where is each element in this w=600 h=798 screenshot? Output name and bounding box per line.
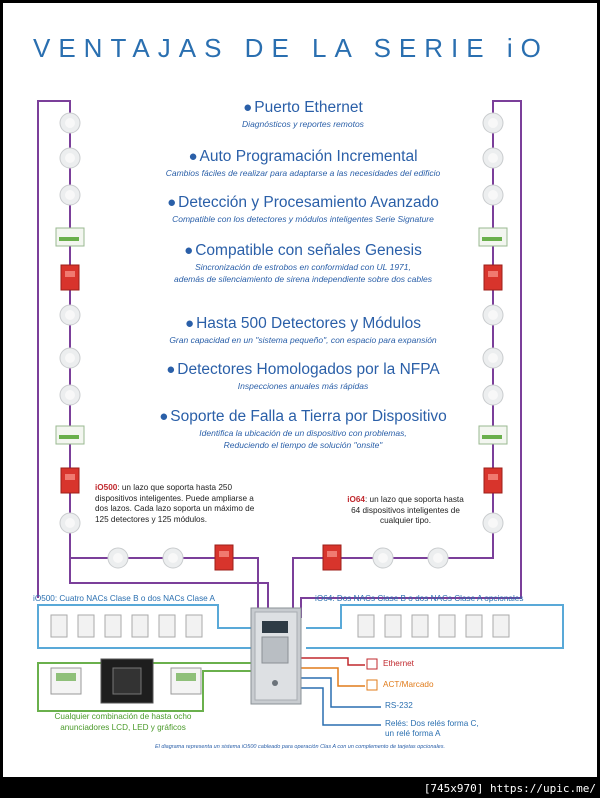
io64-note: iO64: un lazo que soporta hasta 64 dispo… bbox=[347, 495, 464, 525]
wiring-diagram bbox=[37, 100, 564, 726]
feature-description: además de silenciamiento de sirena indep… bbox=[173, 274, 432, 284]
annunciator-label: Cualquier combinación de hasta ocho anun… bbox=[54, 712, 192, 732]
nac-devices-right bbox=[357, 614, 510, 638]
output-relays: Relés: Dos relés forma C, un relé forma … bbox=[385, 719, 479, 738]
feature-heading-text: Auto Programación Incremental bbox=[199, 148, 418, 165]
bullet-icon: ● bbox=[243, 99, 253, 116]
footnote: El diagrama representa un sistema iO500 … bbox=[154, 744, 446, 750]
bullet-icon: ● bbox=[166, 361, 176, 378]
feature-description: Compatible con los detectores y módulos … bbox=[172, 214, 434, 224]
nac-right-label: iO64: Dos NACs Clase B o dos NACs Clase … bbox=[315, 594, 524, 603]
feature-heading-text: Soporte de Falla a Tierra por Dispositiv… bbox=[170, 408, 447, 425]
left-device-column bbox=[55, 112, 85, 534]
feature-heading: ●Hasta 500 Detectores y Módulos bbox=[93, 314, 513, 334]
output-ethernet: Ethernet bbox=[383, 659, 414, 668]
output-act: ACT/Marcado bbox=[383, 680, 434, 689]
nac-left-label: iO500: Cuatro NACs Clase B o dos NACs Cl… bbox=[33, 594, 216, 603]
page-title: VENTAJAS DE LA SERIE iO bbox=[33, 33, 549, 63]
feature-heading-text: Detectores Homologados por la NFPA bbox=[177, 361, 440, 378]
feature-heading: ●Detectores Homologados por la NFPA bbox=[93, 360, 513, 380]
annunciators bbox=[50, 658, 202, 704]
feature-heading: ●Soporte de Falla a Tierra por Dispositi… bbox=[93, 407, 513, 427]
feature-heading-text: Detección y Procesamiento Avanzado bbox=[178, 194, 439, 211]
bottom-loop-devices bbox=[107, 544, 449, 571]
feature-heading: ●Compatible con señales Genesis bbox=[93, 241, 513, 261]
bullet-icon: ● bbox=[167, 194, 177, 211]
bullet-icon: ● bbox=[159, 408, 169, 425]
bullet-icon: ● bbox=[184, 242, 194, 259]
feature-description: Inspecciones anuales más rápidas bbox=[237, 381, 369, 391]
io500-note: iO500: un lazo que soporta hasta 250 dis… bbox=[95, 483, 255, 524]
feature-item: ●Soporte de Falla a Tierra por Dispositi… bbox=[93, 407, 513, 451]
nac-devices-left bbox=[50, 614, 203, 638]
page: VENTAJAS DE LA SERIE iO bbox=[3, 3, 597, 777]
feature-heading-text: Hasta 500 Detectores y Módulos bbox=[196, 315, 421, 332]
bullet-icon: ● bbox=[185, 315, 195, 332]
feature-heading: ●Puerto Ethernet bbox=[93, 98, 513, 118]
bullet-icon: ● bbox=[188, 148, 198, 165]
feature-heading: ●Auto Programación Incremental bbox=[93, 147, 513, 167]
feature-heading: ●Detección y Procesamiento Avanzado bbox=[93, 193, 513, 213]
output-rs232: RS-232 bbox=[385, 701, 413, 710]
feature-heading-text: Compatible con señales Genesis bbox=[195, 242, 422, 259]
control-panel bbox=[250, 607, 302, 705]
feature-heading-text: Puerto Ethernet bbox=[254, 99, 363, 116]
feature-description: Cambios fáciles de realizar para adaptar… bbox=[165, 168, 441, 178]
feature-description: Identifica la ubicación de un dispositiv… bbox=[199, 428, 407, 438]
feature-description: Reduciendo el tiempo de solución "onsite… bbox=[223, 440, 383, 450]
right-device-column bbox=[478, 112, 508, 534]
feature-description: Sincronización de estrobos en conformida… bbox=[195, 262, 411, 272]
feature-description: Diagnósticos y reportes remotos bbox=[242, 119, 364, 129]
feature-description: Gran capacidad en un "sistema pequeño", … bbox=[169, 335, 437, 345]
image-stamp: [745x970] https://upic.me/ bbox=[423, 782, 596, 795]
